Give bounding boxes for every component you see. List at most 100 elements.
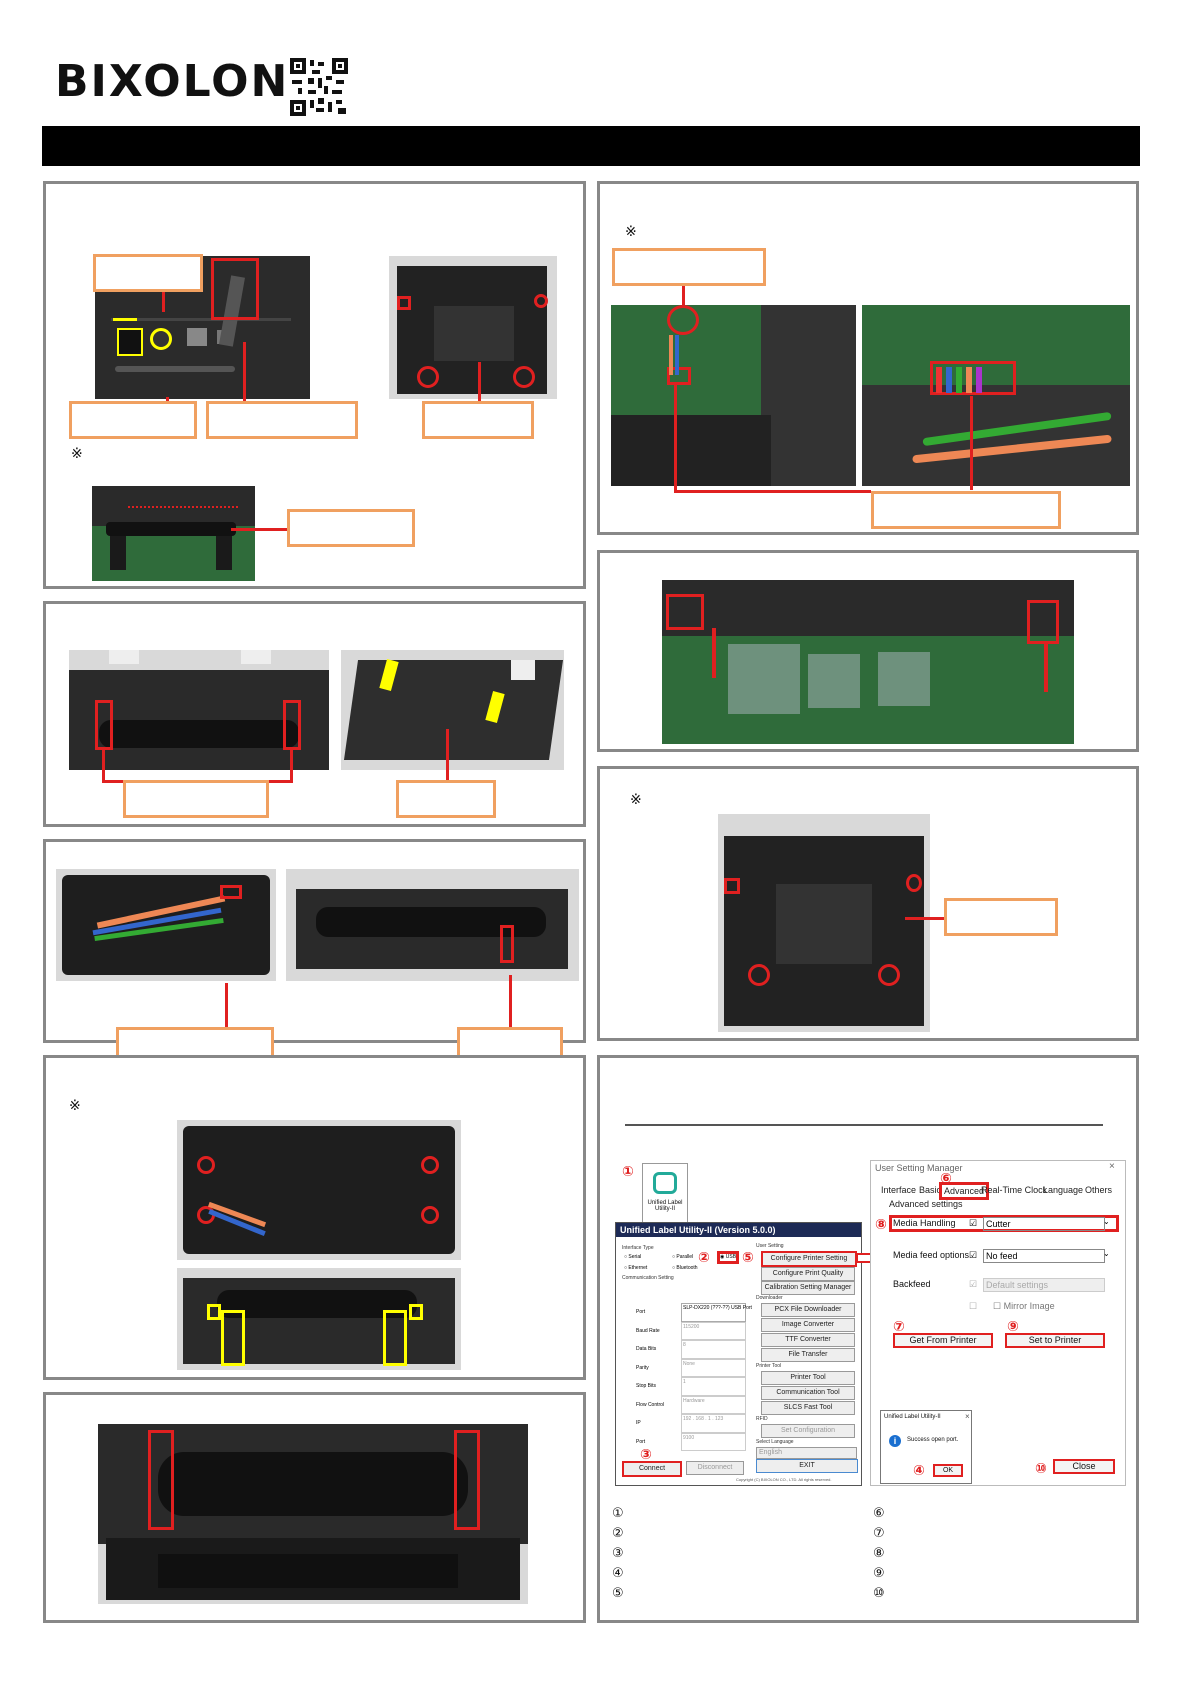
photo-printer-base (718, 814, 930, 1032)
ip-field[interactable]: 192 . 168 . 1 . 123 (681, 1414, 746, 1433)
success-popup: Unified Label Utility-II × i Success ope… (880, 1410, 972, 1484)
interface-type-label: Interface Type (622, 1245, 654, 1251)
step-6: ⑥ (940, 1171, 952, 1187)
port-select[interactable]: SLP-DX220 (???-??) USB Port (681, 1303, 752, 1322)
legend-step-4: ④ (612, 1566, 624, 1581)
close-button[interactable]: Close (1053, 1459, 1115, 1474)
language-select[interactable]: English (756, 1447, 857, 1459)
printer-tool-button[interactable]: Printer Tool (761, 1371, 855, 1385)
set-to-printer-button[interactable]: Set to Printer (1005, 1333, 1105, 1348)
utility-icon-label: Unified Label Utility-II (647, 1200, 683, 1212)
media-feed-checkbox[interactable]: ☑ (969, 1250, 978, 1260)
step-8: ⑧ (875, 1217, 887, 1233)
photo-cutter-screws (177, 1120, 461, 1260)
photo-platen-lifted (341, 650, 564, 770)
utility-window: Unified Label Utility-II (Version 5.0.0)… (615, 1222, 862, 1486)
close-icon[interactable]: × (1109, 1161, 1115, 1172)
downloader-label: Downloader (756, 1295, 783, 1301)
exit-button[interactable]: EXIT (756, 1459, 858, 1473)
tab-real-time-clock[interactable]: Real-Time Clock (981, 1185, 1048, 1195)
media-handling-label: Media Handling (893, 1218, 956, 1228)
photo-platen-front (69, 650, 329, 770)
legend-step-9: ⑨ (873, 1566, 885, 1581)
step-2: ② (698, 1250, 710, 1266)
photo-cutter-edge (92, 486, 255, 581)
panel-connect-cutter: ※ (43, 181, 586, 589)
copyright-text: Copyright (C) BIXOLON CO., LTD. All righ… (736, 1477, 832, 1482)
slcs-fast-tool-button[interactable]: SLCS Fast Tool (761, 1401, 855, 1415)
step-3: ③ (640, 1447, 652, 1463)
ttf-converter-button[interactable]: TTF Converter (761, 1333, 855, 1347)
ok-button[interactable]: OK (933, 1464, 963, 1477)
media-feed-options-label: Media feed options (893, 1250, 970, 1260)
close-icon[interactable]: × (965, 1412, 970, 1421)
photo-cutter-back (56, 869, 276, 981)
data-bits-field[interactable]: 8 (681, 1340, 746, 1359)
backfeed-select[interactable]: Default settings (983, 1278, 1105, 1292)
legend-step-5: ⑤ (612, 1586, 624, 1601)
tab-interface[interactable]: Interface (881, 1185, 917, 1195)
set-configuration-button[interactable]: Set Configuration (761, 1424, 855, 1438)
stop-bits-field[interactable]: 1 (681, 1377, 746, 1396)
backfeed-checkbox[interactable]: ☑ (969, 1279, 978, 1289)
utility-app-icon[interactable]: Unified Label Utility-II (642, 1163, 688, 1227)
connect-button[interactable]: Connect (622, 1461, 682, 1477)
tab-basic[interactable]: Basic (919, 1185, 942, 1195)
step-7: ⑦ (893, 1319, 905, 1335)
cable-highlight (211, 258, 259, 320)
mirror-checkbox-outer[interactable]: ☐ (969, 1301, 978, 1311)
pcx-file-downloader-button[interactable]: PCX File Downloader (761, 1303, 855, 1317)
qr-code-icon (290, 58, 348, 116)
panel-remove-cover (43, 601, 586, 827)
media-handling-select[interactable]: Cutter (983, 1217, 1105, 1231)
interface-ethernet[interactable]: ○ Ethernet (624, 1265, 648, 1271)
popup-title: Unified Label Utility-II (884, 1414, 941, 1420)
photo-cutter-installed (177, 1268, 461, 1370)
title-bar (42, 126, 1140, 166)
chevron-down-icon: ⌄ (1103, 1249, 1110, 1258)
interface-parallel[interactable]: ○ Parallel (672, 1254, 694, 1260)
get-from-printer-button[interactable]: Get From Printer (893, 1333, 993, 1348)
photo-printer-bottom (389, 256, 557, 399)
rfid-label: RFID (756, 1416, 768, 1422)
tab-advanced[interactable]: Advanced (939, 1182, 990, 1200)
file-transfer-button[interactable]: File Transfer (761, 1348, 855, 1362)
step-1: ① (622, 1164, 634, 1180)
configure-print-quality-button[interactable]: Configure Print Quality (761, 1267, 855, 1281)
interface-bluetooth[interactable]: ○ Bluetooth (672, 1265, 698, 1271)
legend-step-10: ⑩ (873, 1586, 885, 1601)
callout-box (123, 780, 269, 818)
photo-board-top (662, 580, 1074, 744)
interface-serial[interactable]: ○ Serial (624, 1254, 642, 1260)
photo-cutter-front (286, 869, 579, 981)
info-icon: i (889, 1435, 901, 1447)
legend-step-7: ⑦ (873, 1526, 885, 1541)
photo-board-detail (862, 305, 1130, 486)
callout-box (422, 401, 534, 439)
callout-box (944, 898, 1058, 936)
communication-tool-button[interactable]: Communication Tool (761, 1386, 855, 1400)
user-setting-label: User Setting (756, 1243, 784, 1249)
mirror-image-option[interactable]: ☐ Mirror Image (993, 1301, 1055, 1311)
media-feed-select[interactable]: No feed (983, 1249, 1105, 1263)
tab-language[interactable]: Language (1043, 1185, 1084, 1195)
tab-others[interactable]: Others (1085, 1185, 1113, 1195)
baud-rate-field[interactable]: 115200 (681, 1321, 746, 1340)
disconnect-button[interactable]: Disconnect (686, 1461, 744, 1475)
communication-setting-label: Communication Setting (622, 1275, 674, 1281)
usm-title: User Setting Manager (875, 1163, 963, 1173)
chevron-down-icon: ⌄ (1103, 1217, 1110, 1226)
ip-port-field[interactable]: 9100 (681, 1432, 746, 1451)
callout-box (396, 780, 496, 818)
panel-board-connectors (597, 550, 1139, 752)
parity-field[interactable]: None (681, 1358, 746, 1377)
media-handling-checkbox[interactable]: ☑ (969, 1218, 978, 1228)
configure-printer-setting-button[interactable]: Configure Printer Setting (761, 1251, 857, 1267)
interface-usb[interactable]: ◉ USB (720, 1254, 737, 1260)
flow-control-field[interactable]: Hardware (681, 1395, 746, 1414)
image-converter-button[interactable]: Image Converter (761, 1318, 855, 1332)
calibration-setting-manager-button[interactable]: Calibration Setting Manager (761, 1281, 855, 1295)
bixolon-logo: BIXOLON (55, 56, 290, 107)
reference-mark: ※ (630, 792, 642, 808)
